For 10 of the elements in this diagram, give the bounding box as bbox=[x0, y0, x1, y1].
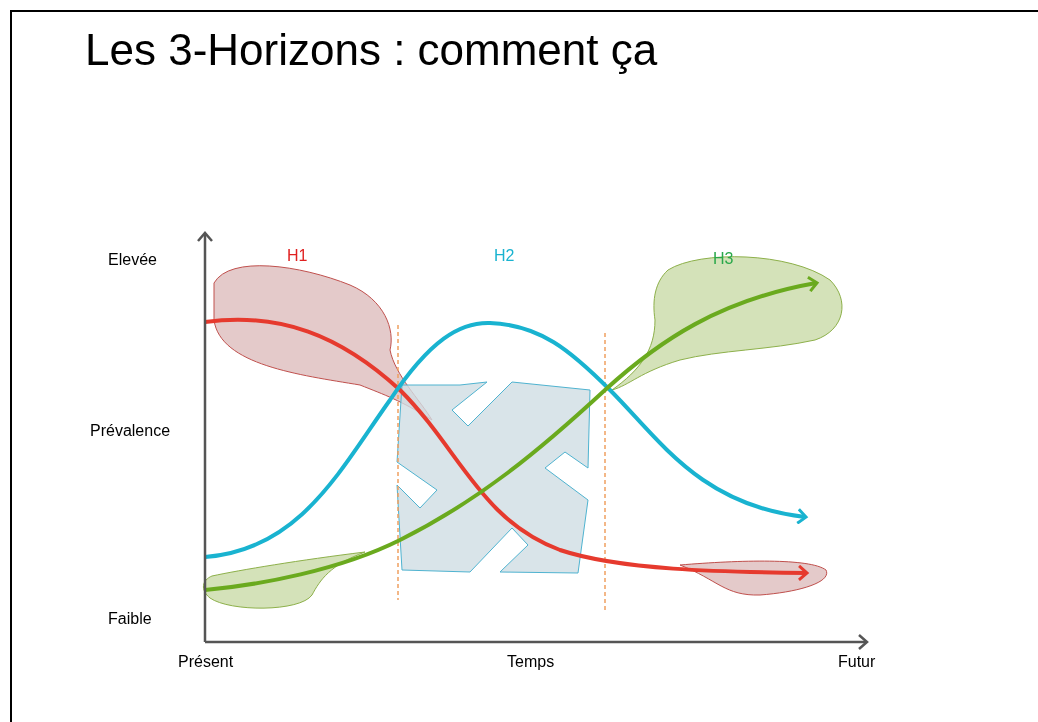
axis-label: Elevée bbox=[108, 250, 157, 270]
axis-label: Prévalence bbox=[90, 421, 171, 441]
axis-label: Temps bbox=[507, 652, 555, 672]
axis-label: Présent bbox=[178, 652, 234, 672]
horizon-label: H3 bbox=[713, 249, 734, 269]
axis-label: Faible bbox=[108, 609, 152, 629]
axis-label: Futur bbox=[838, 652, 876, 672]
horizon-label: H2 bbox=[494, 246, 515, 266]
slide-title: Les 3-Horizons : comment ça bbox=[85, 24, 658, 76]
horizon-label: H1 bbox=[287, 246, 308, 266]
